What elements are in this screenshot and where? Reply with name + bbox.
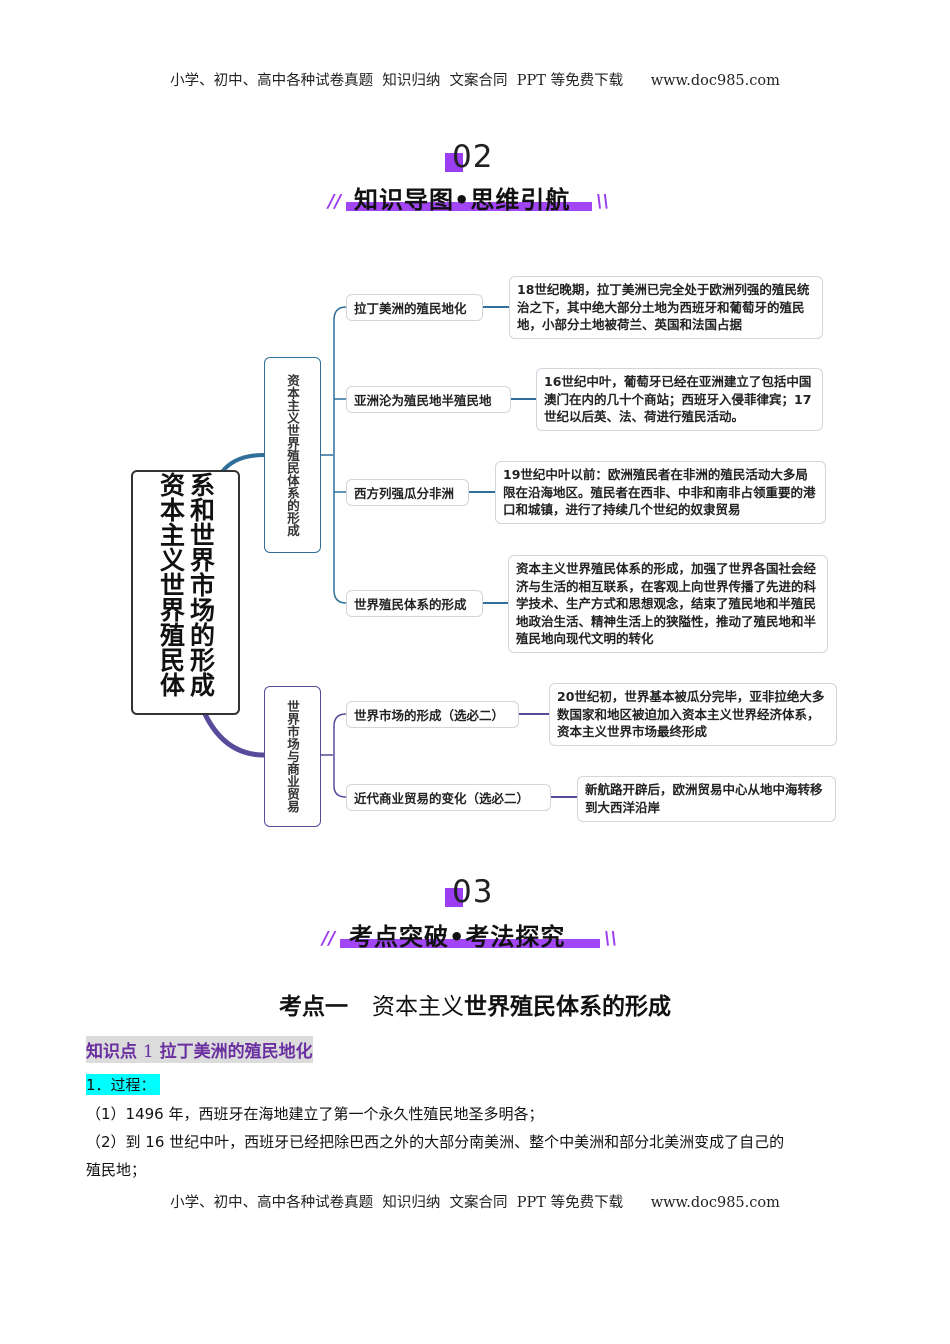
slash-decoration: \\ [604,928,618,949]
section-title: 考点突破•考法探究 [349,923,566,951]
knowledge-prefix: 知识点 [86,1042,137,1062]
page-footer: 小学、初中、高中各种试卷真题 知识归纳 文案合同 PPT 等免费下载 www.d… [170,1195,780,1211]
section-number-marker [445,153,463,172]
subheading: 1．过程： [86,1074,160,1095]
paragraph: （2）到 16 世纪中叶，西班牙已经把除巴西之外的大部分南美洲、整个中美洲和部分… [86,1133,785,1151]
mindmap-node: 拉丁美洲的殖民地化 [346,294,483,321]
title-underline [346,202,592,211]
paragraph: 殖民地； [86,1161,147,1179]
title-underline [340,939,600,948]
slash-decoration: // [322,928,336,949]
mindmap-branch-world-market: 世界市场与商业贸易 [264,686,321,827]
mindmap-node: 世界市场的形成（选必二） [346,701,519,728]
mindmap-branch-colonial-system: 资本主义世界殖民体系的形成 [264,357,321,553]
mindmap-root: 资本主义世界殖民体系和世界市场的形成 [131,470,240,715]
topic-bold: 世界殖民体系的形成 [464,994,671,1020]
mindmap-connectors [202,306,577,798]
mindmap-detail: 16世纪中叶，葡萄牙已经在亚洲建立了包括中国澳门在内的几十个商站；西班牙入侵菲律… [536,368,823,431]
mindmap-detail: 20世纪初，世界基本被瓜分完毕，亚非拉绝大多数国家和地区被迫加入资本主义世界经济… [549,683,837,746]
mindmap-detail: 新航路开辟后，欧洲贸易中心从地中海转移到大西洋沿岸 [577,776,836,822]
mindmap-detail: 18世纪晚期，拉丁美洲已完全处于欧洲列强的殖民统治之下，其中绝大部分土地为西班牙… [509,276,823,339]
knowledge-title: 拉丁美洲的殖民地化 [159,1042,313,1062]
mindmap-node: 世界殖民体系的形成 [346,590,483,617]
page-header: 小学、初中、高中各种试卷真题 知识归纳 文案合同 PPT 等免费下载 www.d… [170,73,780,89]
section-number-marker [445,888,463,907]
mindmap-detail: 19世纪中叶以前：欧洲殖民者在非洲的殖民活动大多局限在沿海地区。殖民者在西非、中… [495,461,826,524]
knowledge-point-heading: 知识点 1 拉丁美洲的殖民地化 [86,1036,313,1063]
section-number: 03 [452,874,494,910]
topic-heading: 考点一资本主义世界殖民体系的形成 [0,987,950,1021]
mindmap-detail: 资本主义世界殖民体系的形成，加强了世界各国社会经济与生活的相互联系，在客观上向世… [508,555,828,653]
section-title: 知识导图•思维引航 [354,186,571,214]
knowledge-number: 1 [142,1042,154,1062]
slash-decoration: \\ [596,191,610,212]
mindmap-node: 近代商业贸易的变化（选必二） [346,784,551,811]
paragraph: （1）1496 年，西班牙在海地建立了第一个永久性殖民地圣多明各； [86,1105,544,1123]
section-number: 02 [452,139,494,175]
mindmap-node: 亚洲沦为殖民地半殖民地 [346,386,511,413]
topic-prefix: 考点一 [279,994,348,1020]
topic-normal: 资本主义 [372,994,464,1020]
slash-decoration: // [328,191,342,212]
mindmap-node: 西方列强瓜分非洲 [346,479,469,506]
